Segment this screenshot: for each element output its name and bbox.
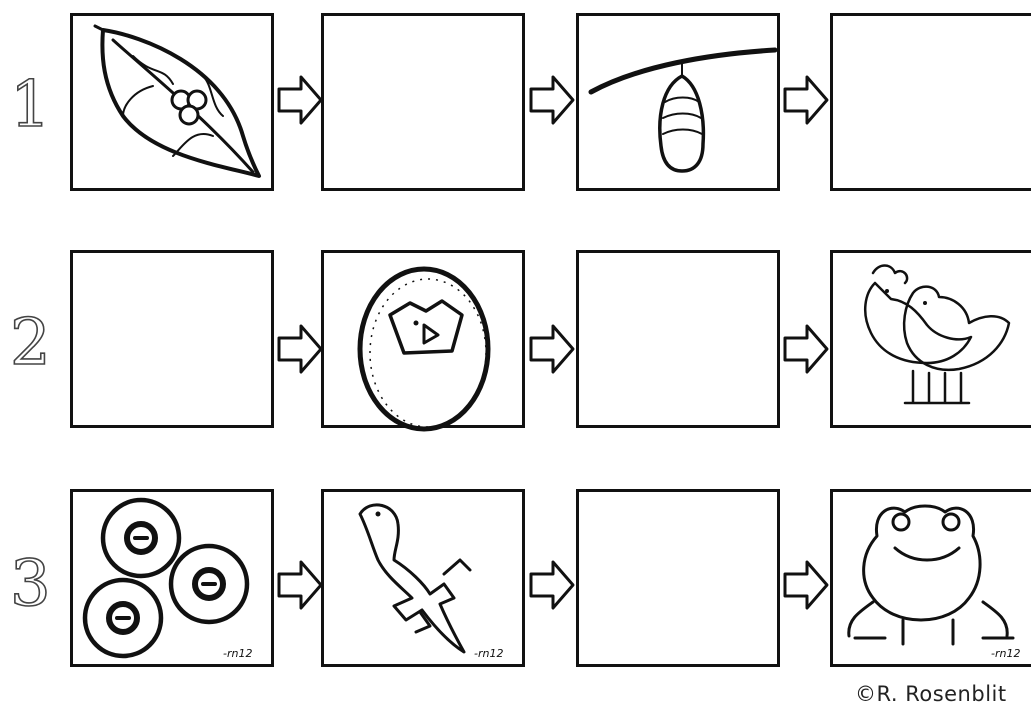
- chrysalis-icon: [579, 16, 777, 188]
- arrow-3-3: [783, 560, 829, 610]
- right-arrow-icon: [529, 324, 575, 374]
- arrow-1-3: [783, 75, 829, 125]
- stage-box-3-4-frog: -rn12: [830, 489, 1031, 667]
- stage-box-3-2-tadpole: -rn12: [321, 489, 525, 667]
- arrow-1-1: [277, 75, 323, 125]
- arrow-3-2: [529, 560, 575, 610]
- row-number-2-text: 2: [10, 306, 51, 380]
- row-number-1-text: 1: [10, 68, 51, 142]
- row-number-3-text: 3: [10, 547, 51, 621]
- stage-box-3-3-empty: [576, 489, 780, 667]
- frog-eggs-icon: -rn12: [73, 492, 271, 664]
- row-number-3: 3: [4, 543, 56, 621]
- tadpole-froglet-icon: -rn12: [324, 492, 522, 664]
- stage-box-3-1-frog-eggs: -rn12: [70, 489, 274, 667]
- stage-box-1-3-chrysalis: [576, 13, 780, 191]
- arrow-3-1: [277, 560, 323, 610]
- right-arrow-icon: [529, 560, 575, 610]
- stage-box-1-1-leaf-eggs: [70, 13, 274, 191]
- right-arrow-icon: [277, 560, 323, 610]
- right-arrow-icon: [783, 560, 829, 610]
- frog-icon: -rn12: [833, 492, 1031, 664]
- arrow-1-2: [529, 75, 575, 125]
- signature-3-4: -rn12: [991, 647, 1020, 660]
- right-arrow-icon: [783, 75, 829, 125]
- row-number-2: 2: [4, 302, 56, 380]
- stage-box-2-2-hatching-egg: [321, 250, 525, 428]
- arrow-2-3: [783, 324, 829, 374]
- right-arrow-icon: [277, 324, 323, 374]
- signature-3-1: -rn12: [223, 647, 252, 660]
- stage-box-1-4-empty: [830, 13, 1031, 191]
- right-arrow-icon: [783, 324, 829, 374]
- stage-box-2-4-chickens: [830, 250, 1031, 428]
- copyright-text: ©R. Rosenblit: [855, 682, 1007, 706]
- arrow-2-2: [529, 324, 575, 374]
- right-arrow-icon: [277, 75, 323, 125]
- stage-box-1-2-empty: [321, 13, 525, 191]
- stage-box-2-3-empty: [576, 250, 780, 428]
- stage-box-2-1-empty: [70, 250, 274, 428]
- chickens-icon: [833, 253, 1031, 425]
- leaf-eggs-icon: [73, 16, 271, 188]
- right-arrow-icon: [529, 75, 575, 125]
- arrow-2-1: [277, 324, 323, 374]
- hatching-egg-icon: [324, 253, 522, 425]
- row-number-1: 1: [4, 64, 56, 142]
- signature-3-2: -rn12: [474, 647, 503, 660]
